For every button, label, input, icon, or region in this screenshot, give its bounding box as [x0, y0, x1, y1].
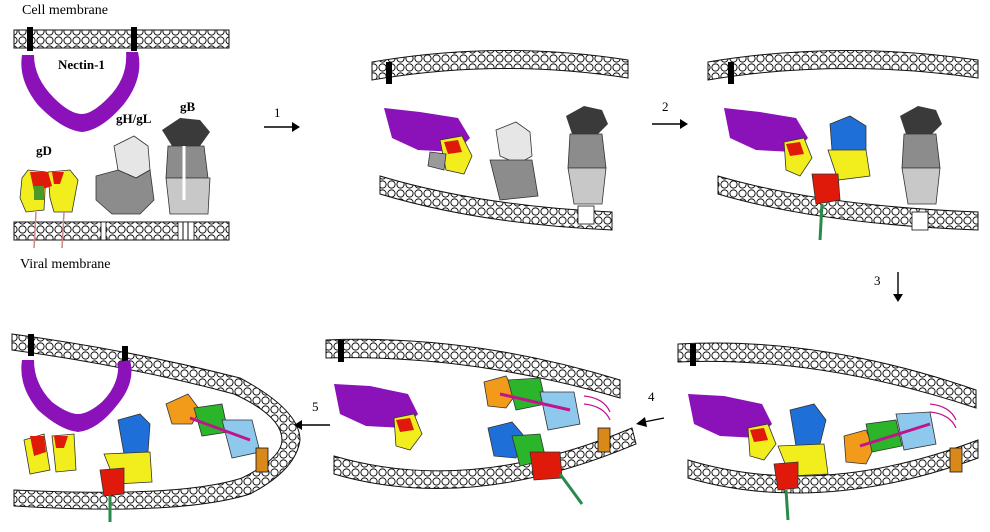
gh-gl-label: gH/gL: [116, 111, 152, 126]
gd-protein: [19, 169, 79, 249]
step-4-label: 4: [648, 389, 655, 404]
cell-membrane-2: [371, 49, 629, 81]
panel-4: [677, 342, 979, 521]
panel-2: [371, 49, 629, 231]
nectin-1: [21, 52, 140, 132]
viral-membrane: [13, 221, 230, 241]
cell-membrane-5: [325, 338, 621, 399]
gb-label: gB: [180, 99, 196, 114]
step-5-label: 5: [312, 399, 319, 414]
panel-3: [707, 49, 979, 241]
cell-membrane-4: [677, 342, 977, 409]
viral-membrane-4: [687, 439, 979, 494]
arrow-step-3: [893, 272, 903, 302]
step-3-label: 3: [874, 273, 881, 288]
cell-membrane-label: Cell membrane: [22, 3, 108, 18]
nectin-anchor-right: [131, 27, 137, 51]
step-2-label: 2: [662, 99, 669, 114]
panel-1: [13, 27, 230, 249]
panel-6: [11, 333, 301, 522]
gh-gl-protein: [95, 135, 155, 241]
arrow-step-1: [264, 122, 300, 132]
nectin-anchor-left: [27, 27, 33, 51]
arrow-step-2: [652, 119, 688, 129]
gb-protein: [162, 118, 211, 241]
nectin-1-label: Nectin-1: [58, 57, 105, 72]
panel-5: [325, 338, 637, 505]
viral-membrane-label: Viral membrane: [20, 257, 111, 272]
viral-membrane-3: [717, 175, 979, 231]
viral-membrane-5: [333, 427, 637, 489]
arrow-step-5: [294, 420, 330, 430]
cell-membrane-3: [707, 49, 979, 81]
gd-label: gD: [36, 143, 52, 158]
arrow-step-4: [636, 417, 665, 427]
step-1-label: 1: [274, 105, 281, 120]
fusion-membrane-6: [11, 333, 301, 510]
viral-membrane-2: [379, 175, 613, 231]
cell-membrane: [13, 29, 230, 49]
